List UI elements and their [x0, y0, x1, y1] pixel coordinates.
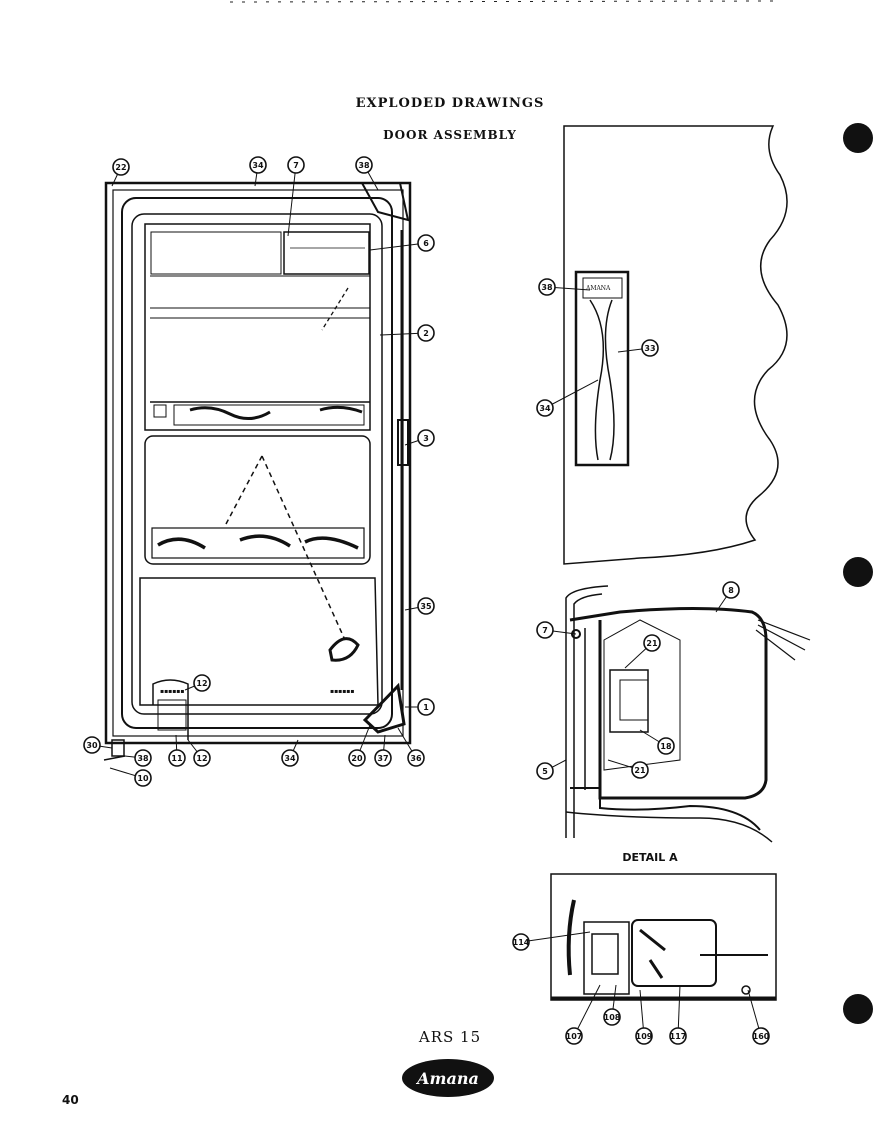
page-subtitle: DOOR ASSEMBLY — [383, 128, 517, 142]
callout-6: 6 — [369, 234, 435, 252]
callout-34: 34 — [249, 156, 267, 187]
callout-36: 36 — [397, 727, 425, 767]
callout-109: 109 — [635, 989, 653, 1045]
callout-20: 20 — [348, 724, 371, 767]
callout-34: 34 — [281, 739, 299, 767]
detail-b-drawing — [550, 873, 777, 1001]
callout-5: 5 — [536, 759, 567, 780]
callout-label: 10 — [137, 774, 149, 783]
detail-a-section-drawing — [565, 585, 811, 843]
callout-label: 38 — [137, 754, 149, 763]
binder-hole-icon — [843, 123, 873, 153]
callout-label: 33 — [644, 344, 655, 353]
callout-18: 18 — [639, 729, 675, 755]
svg-text:▪▪▪▪▪▪: ▪▪▪▪▪▪ — [330, 688, 354, 695]
callout-label: 34 — [252, 161, 264, 170]
callout-107: 107 — [565, 984, 601, 1045]
callout-label: 3 — [423, 434, 429, 443]
callout-22: 22 — [111, 158, 130, 187]
callout-12: 12 — [184, 674, 211, 692]
callout-label: 30 — [86, 741, 98, 750]
callout-label: 18 — [660, 742, 672, 751]
page-title: EXPLODED DRAWINGS — [355, 96, 545, 111]
callout-38: 38 — [124, 749, 152, 767]
callout-label: 12 — [196, 754, 207, 763]
callout-label: 8 — [728, 586, 734, 595]
callout-label: 34 — [284, 754, 296, 763]
callout-label: 34 — [539, 404, 551, 413]
callout-label: 160 — [753, 1032, 770, 1041]
callout-108: 108 — [603, 984, 621, 1026]
callout-160: 160 — [747, 989, 770, 1045]
callout-label: 2 — [423, 329, 429, 338]
callout-7: 7 — [287, 156, 305, 237]
callout-38: 38 — [538, 278, 591, 296]
callout-label: 12 — [196, 679, 207, 688]
callout-2: 2 — [379, 324, 435, 342]
callout-35: 35 — [404, 597, 435, 615]
callout-33: 33 — [617, 339, 659, 357]
callout-3: 3 — [404, 429, 435, 447]
callout-1: 1 — [405, 698, 435, 716]
callout-label: 114 — [513, 938, 530, 947]
callout-label: 1 — [423, 703, 429, 712]
binder-hole-icon — [843, 557, 873, 587]
callout-11: 11 — [168, 734, 186, 767]
svg-text:AMANA: AMANA — [585, 285, 611, 292]
callout-7: 7 — [536, 621, 577, 639]
callout-label: 20 — [351, 754, 363, 763]
binder-hole-icon — [843, 994, 873, 1024]
callout-10: 10 — [109, 767, 152, 787]
callout-12: 12 — [187, 739, 211, 767]
callout-label: 38 — [358, 161, 370, 170]
door-panel-detail-drawing: AMANA — [563, 125, 788, 565]
callout-label: 108 — [604, 1013, 621, 1022]
callout-label: 35 — [420, 602, 432, 611]
callout-label: 117 — [670, 1032, 687, 1041]
callout-label: 5 — [542, 767, 548, 776]
model-number: ARS 15 — [418, 1028, 482, 1046]
svg-text:Amana: Amana — [415, 1069, 479, 1088]
callout-21: 21 — [607, 759, 649, 779]
callout-label: 36 — [410, 754, 422, 763]
callout-8: 8 — [715, 581, 740, 613]
callout-label: 21 — [646, 639, 658, 648]
callout-114: 114 — [512, 931, 591, 951]
callout-30: 30 — [83, 736, 113, 754]
callout-label: 22 — [115, 163, 126, 172]
callout-34: 34 — [536, 379, 599, 417]
door-assembly-drawing: ▪▪▪▪▪▪ ▪▪▪▪▪▪ — [103, 181, 412, 761]
callout-label: 21 — [634, 766, 646, 775]
callout-21: 21 — [624, 634, 661, 669]
callout-117: 117 — [669, 984, 687, 1045]
callout-37: 37 — [374, 734, 392, 767]
callout-label: 6 — [423, 239, 429, 248]
callout-label: 37 — [377, 754, 388, 763]
amana-logo: Amana — [402, 1059, 494, 1097]
callout-38: 38 — [355, 156, 379, 191]
callout-label: 7 — [542, 626, 548, 635]
callout-label: 109 — [636, 1032, 653, 1041]
svg-text:▪▪▪▪▪▪: ▪▪▪▪▪▪ — [160, 688, 184, 695]
page-number: 40 — [62, 1093, 79, 1107]
callout-label: 11 — [171, 754, 183, 763]
detail-a-label: DETAIL A — [622, 851, 678, 864]
callout-label: 38 — [541, 283, 553, 292]
callout-label: 7 — [293, 161, 299, 170]
callout-label: 107 — [566, 1032, 583, 1041]
